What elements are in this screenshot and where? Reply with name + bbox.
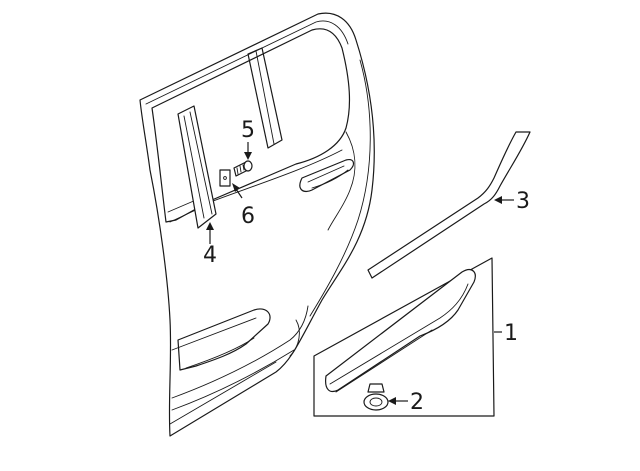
callout-5: 5 [241, 118, 255, 160]
callout-5-label: 5 [241, 118, 255, 143]
callout-3-label: 3 [516, 189, 530, 214]
callout-6: 6 [232, 183, 255, 229]
part-1-moulding-box [313, 257, 495, 417]
rear-door [139, 12, 375, 437]
callout-1-label: 1 [504, 321, 518, 346]
part-3-weatherstrip [367, 131, 531, 279]
part-4-pillar-applique [177, 105, 217, 229]
callout-6-label: 6 [241, 204, 255, 229]
callout-2-label: 2 [410, 390, 424, 415]
callout-4: 4 [203, 222, 217, 268]
part-6-clip [219, 169, 231, 187]
callout-2: 2 [388, 390, 424, 415]
part-2-push-clip [363, 383, 389, 411]
callout-3: 3 [494, 189, 530, 214]
part-5-screw [233, 160, 253, 177]
callout-1: 1 [494, 321, 518, 346]
door-moulding [325, 269, 476, 393]
callout-4-label: 4 [203, 243, 217, 268]
door-handle [299, 159, 355, 193]
